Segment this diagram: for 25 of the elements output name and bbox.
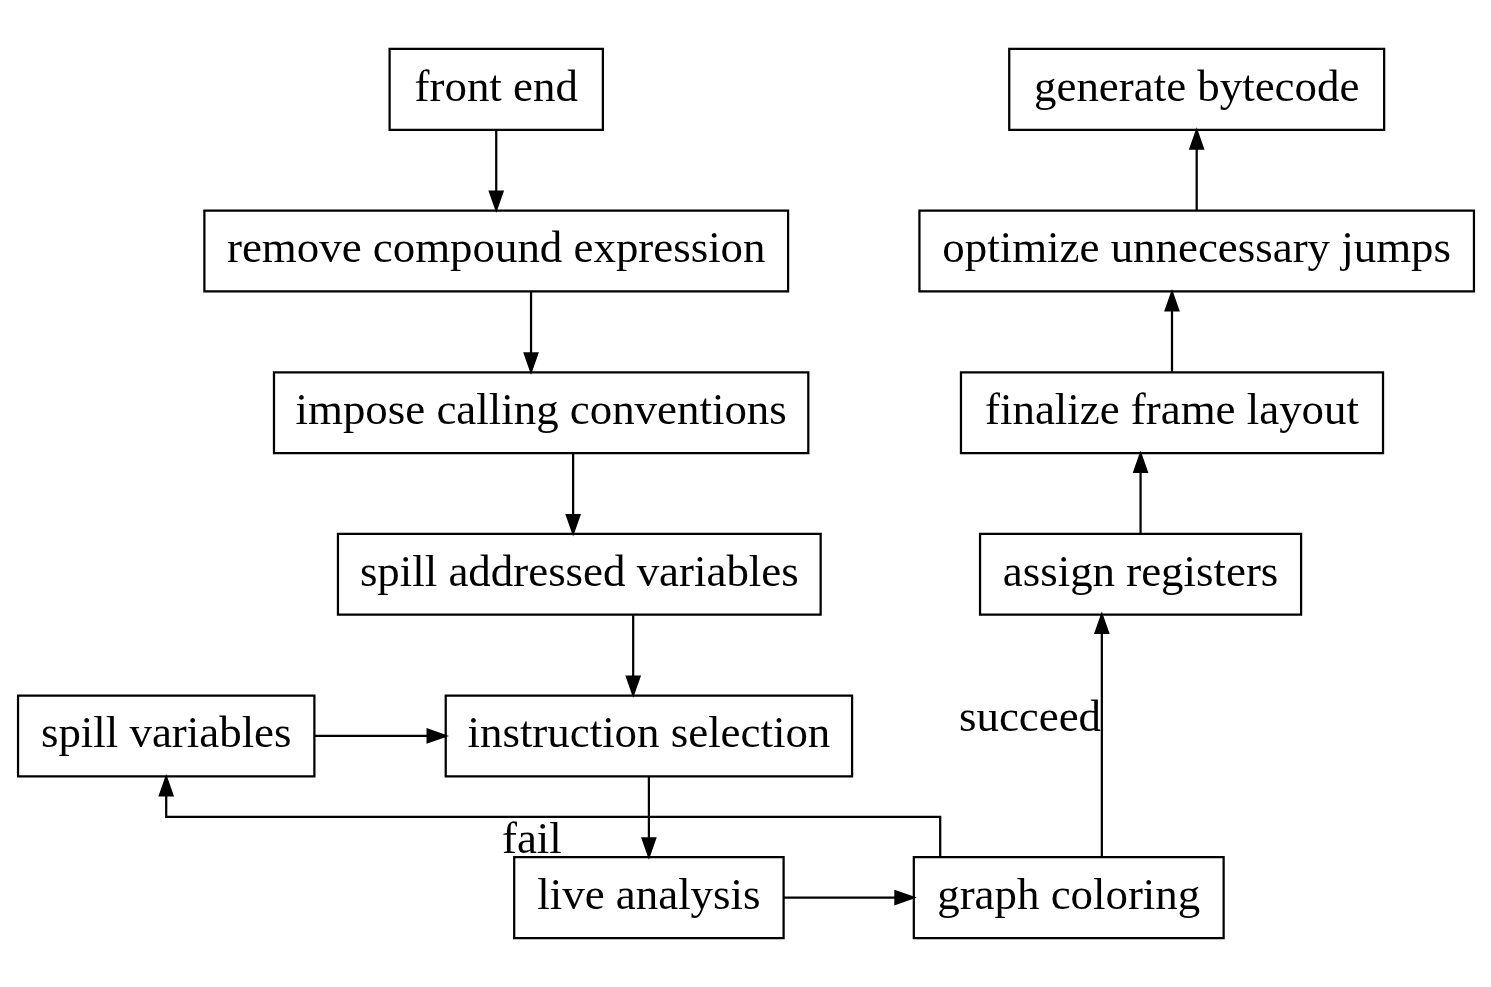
arrow <box>564 453 581 537</box>
node-box: finalize frame layout <box>959 371 1384 455</box>
arrow <box>157 773 941 857</box>
node-box: generate bytecode <box>1007 47 1385 131</box>
node-box: instruction selection <box>444 694 853 778</box>
node-box: live analysis <box>512 856 785 940</box>
arrow <box>624 615 641 699</box>
arrow <box>1093 611 1110 857</box>
node-box: remove compound expression <box>202 209 789 293</box>
node-box: optimize unnecessary jumps <box>917 209 1475 293</box>
arrow <box>1132 450 1148 534</box>
node-box: graph coloring <box>912 856 1225 940</box>
arrow <box>314 728 449 744</box>
edge-label: succeed <box>958 691 1101 742</box>
arrow <box>1163 288 1180 372</box>
arrow <box>783 889 917 906</box>
node-box: assign registers <box>978 532 1302 616</box>
node-box: spill addressed variables <box>336 532 822 616</box>
arrow <box>1188 127 1205 211</box>
node-box: spill variables <box>16 694 315 778</box>
arrow <box>487 130 504 214</box>
arrow <box>640 776 657 860</box>
arrow <box>522 291 539 375</box>
node-box: impose calling conventions <box>272 371 809 455</box>
node-box: front end <box>387 47 604 131</box>
